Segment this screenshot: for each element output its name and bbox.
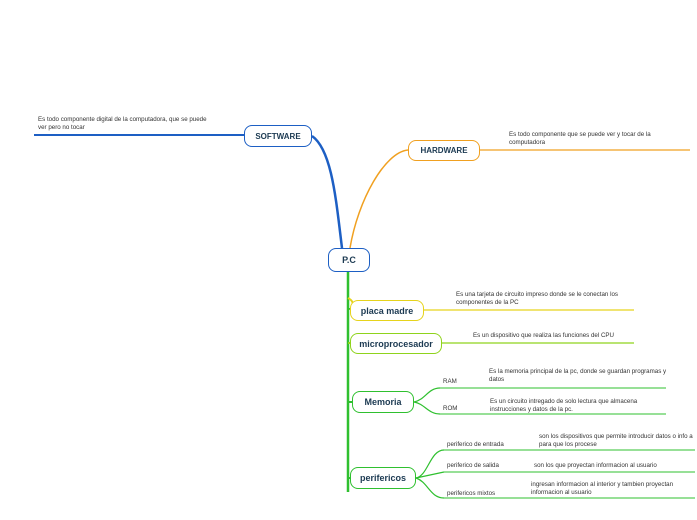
rom-description: Es un circuito intregado de solo lectura… (490, 398, 638, 413)
node-placa-madre-label: placa madre (360, 305, 414, 316)
node-perifericos[interactable]: perifericos (350, 467, 416, 489)
node-software-label: SOFTWARE (255, 131, 301, 141)
node-memoria-label: Memoria (364, 397, 402, 407)
node-microprocesador[interactable]: microprocesador (350, 333, 442, 354)
periferico-entrada-label[interactable]: periferico de entrada (447, 441, 504, 448)
placa-madre-description: Es una tarjeta de circuito impreso donde… (456, 291, 618, 306)
node-placa-madre[interactable]: placa madre (350, 300, 424, 321)
ram-description: Es la memoria principal de la pc, donde … (489, 368, 667, 383)
root-node-label: P.C (342, 255, 356, 265)
microprocesador-description: Es un dispositivo que realiza las funcio… (473, 332, 615, 339)
node-perifericos-label: perifericos (359, 473, 407, 483)
node-hardware[interactable]: HARDWARE (408, 140, 480, 161)
periferico-salida-description: son los que proyectan informacion al usu… (534, 462, 657, 469)
node-hardware-label: HARDWARE (420, 146, 468, 155)
software-description: Es todo componente digital de la computa… (38, 116, 207, 131)
periferico-salida-label[interactable]: periferico de salida (447, 462, 499, 469)
perifericos-mixtos-description: ingresan informacion al interior y tambi… (531, 481, 674, 496)
root-node-pc[interactable]: P.C (328, 248, 370, 272)
node-software[interactable]: SOFTWARE (244, 125, 312, 147)
node-memoria[interactable]: Memoria (352, 391, 414, 413)
periferico-entrada-description: son los dispositivos que permite introdu… (539, 433, 693, 448)
perifericos-mixtos-label[interactable]: perifericos mixtos (447, 490, 496, 497)
rom-label[interactable]: ROM (443, 405, 458, 412)
hardware-description: Es todo componente que se puede ver y to… (509, 131, 651, 146)
node-microprocesador-label: microprocesador (359, 338, 433, 349)
ram-label[interactable]: RAM (443, 378, 457, 385)
